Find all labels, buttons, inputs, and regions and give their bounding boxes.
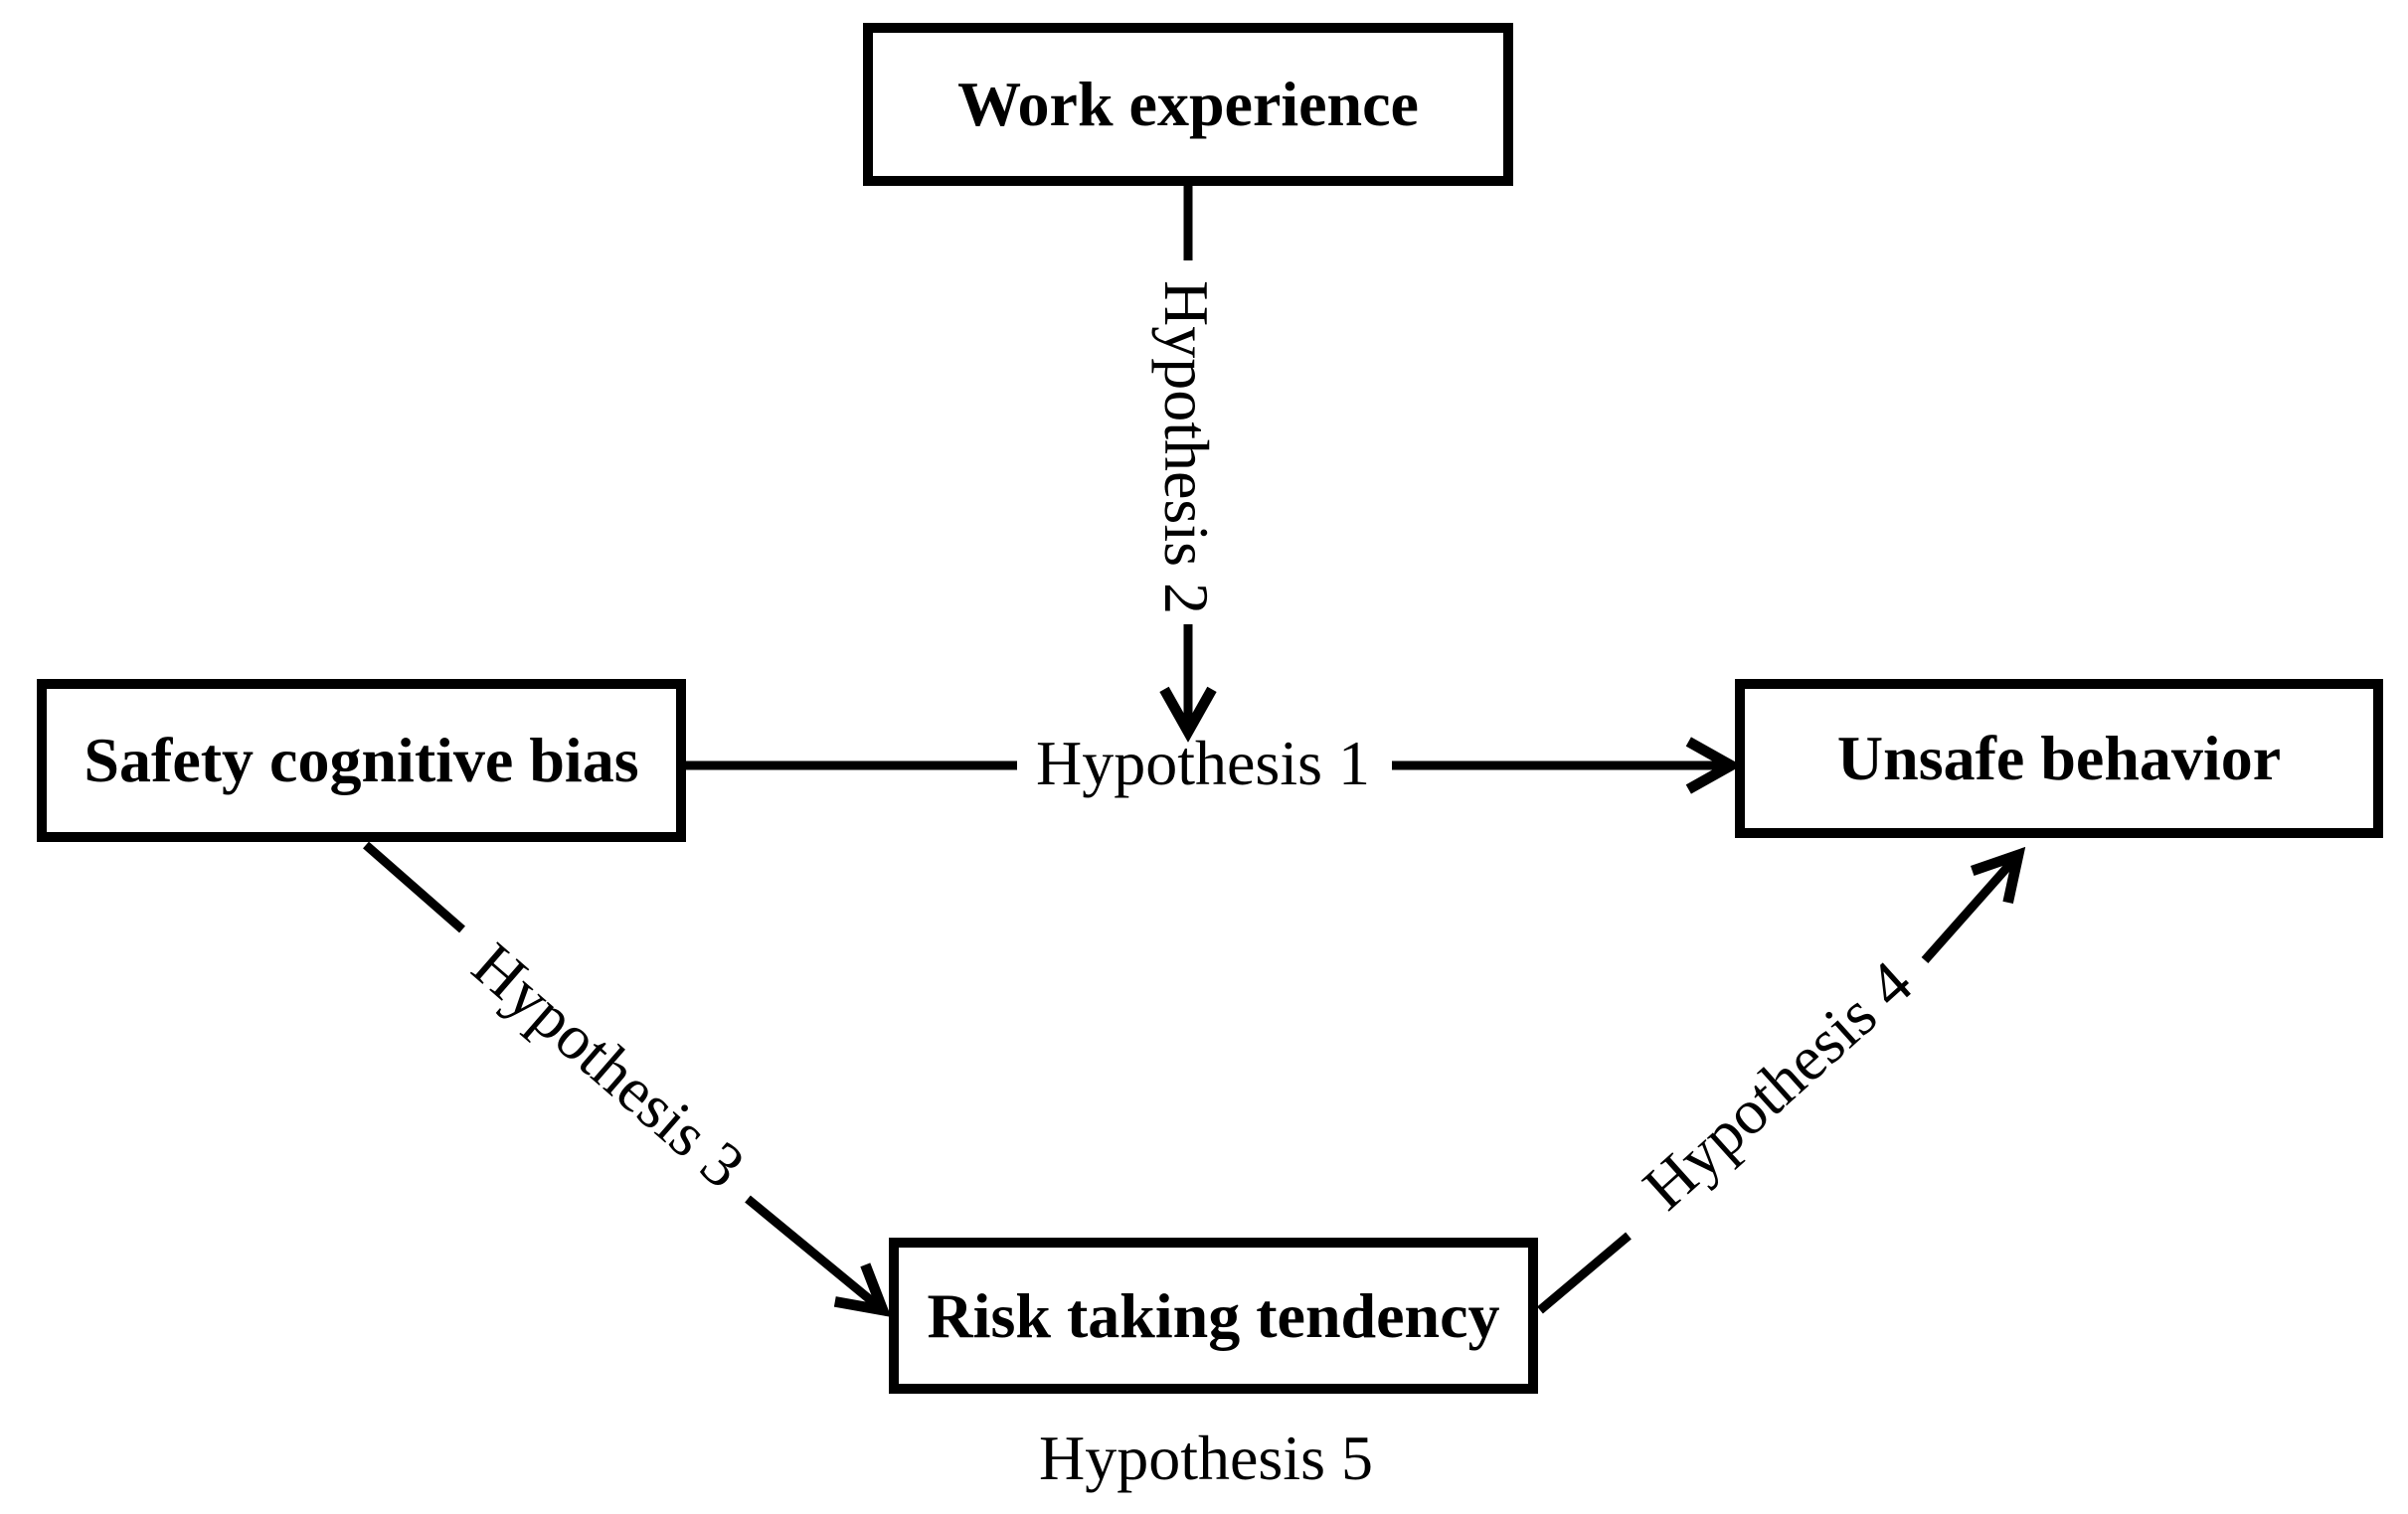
edge-label-hypothesis-1: Hypothesis 1 [1036,728,1370,798]
edge-label-hypothesis-2: Hypothesis 2 [1151,280,1222,614]
edge-label-hypothesis-5: Hypothesis 5 [1039,1423,1373,1493]
node-safety-cognitive-bias: Safety cognitive bias [37,679,686,842]
hypothesis-4-arrow [1921,855,2018,963]
hypothesis-3-line-upper [363,841,465,933]
hypothesis-4-line-lower [1537,1232,1632,1314]
node-work-experience: Work experience [863,23,1513,186]
hypothesis-3-arrow [745,1195,883,1310]
node-risk-taking-tendency: Risk taking tendency [889,1238,1538,1394]
node-unsafe-behavior: Unsafe behavior [1735,679,2383,838]
